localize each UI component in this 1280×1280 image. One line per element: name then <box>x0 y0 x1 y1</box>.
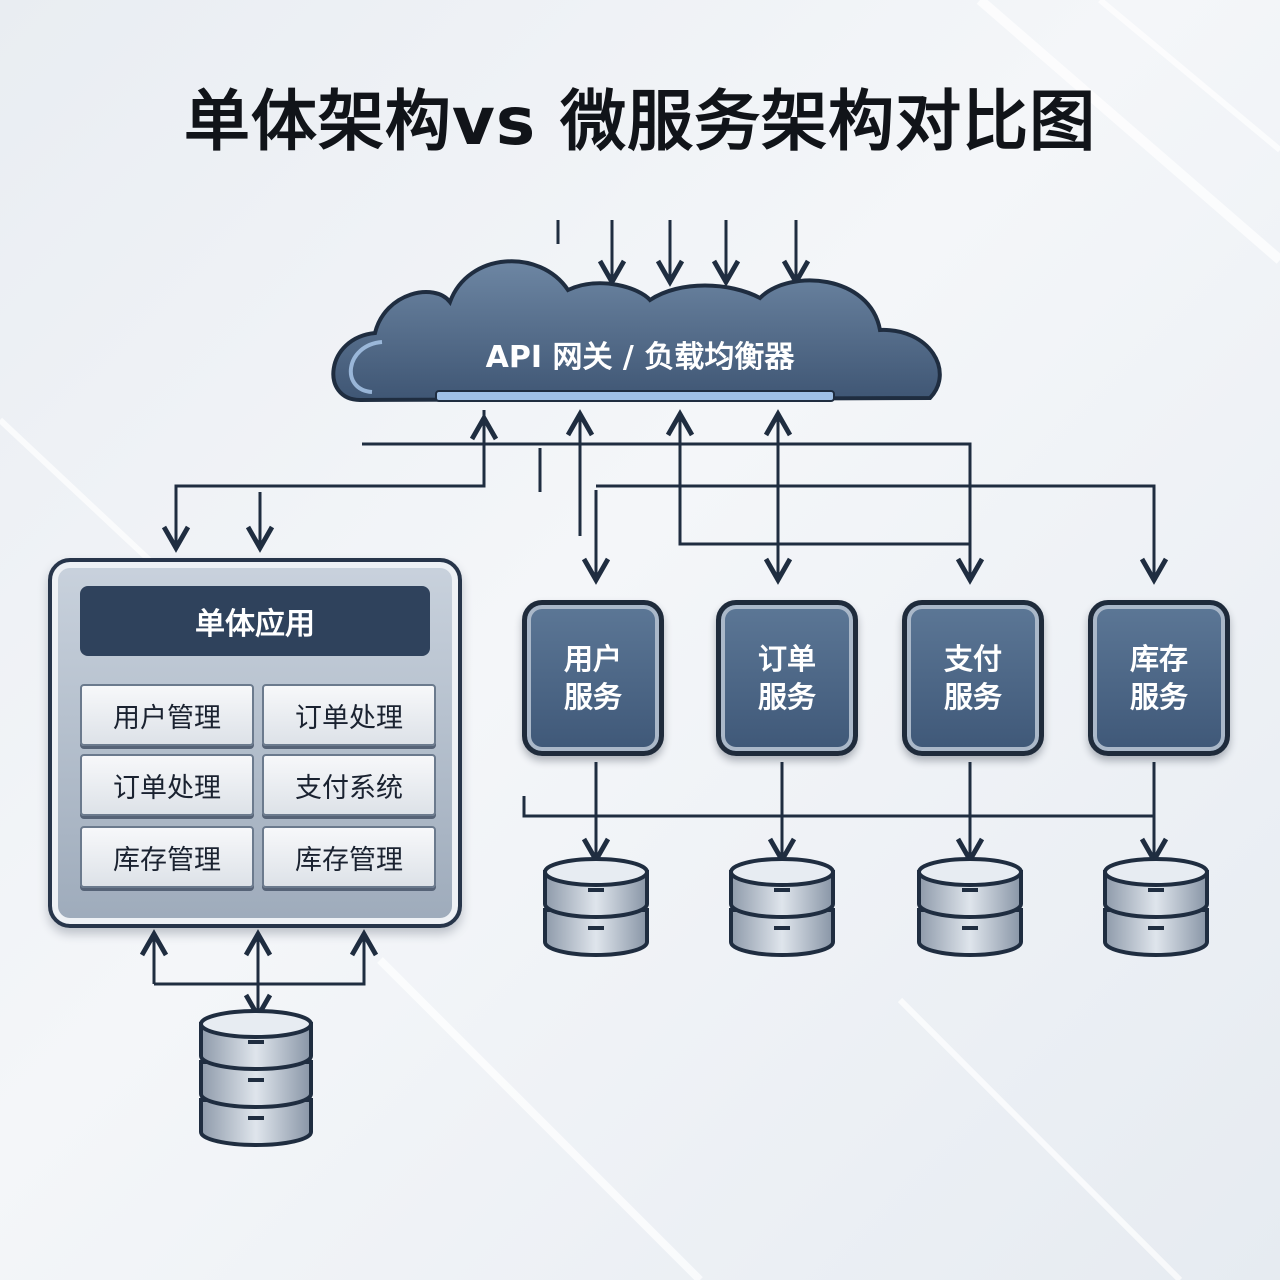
service-db-connections <box>522 762 1169 865</box>
databases <box>199 857 1209 1147</box>
database-payment-service <box>917 857 1023 957</box>
service-inventory-line1: 库存 <box>1129 642 1188 676</box>
database-slot <box>588 926 604 930</box>
service-inventory-line2: 服务 <box>1129 680 1188 714</box>
database-inventory-service <box>1103 857 1209 957</box>
module-user-management: 用户管理 <box>80 684 254 746</box>
database-slot <box>774 888 790 892</box>
module-payment-system: 支付系统 <box>262 754 436 816</box>
database-user-service <box>543 857 649 957</box>
service-payment-line2: 服务 <box>943 680 1002 714</box>
service-payment: 支付 服务 <box>902 600 1044 756</box>
database-monolith <box>199 1009 313 1147</box>
database-slot <box>1148 888 1164 892</box>
gateway-connections <box>161 409 1169 585</box>
monolith-db-connections <box>139 929 379 1021</box>
database-slot <box>588 888 604 892</box>
database-slot <box>248 1040 264 1044</box>
service-user-line1: 用户 <box>563 642 622 676</box>
service-payment-line1: 支付 <box>943 642 1002 676</box>
database-slot <box>962 888 978 892</box>
service-inventory: 库存 服务 <box>1088 600 1230 756</box>
module-inventory-management: 库存管理 <box>80 826 254 888</box>
service-order-line2: 服务 <box>757 680 816 714</box>
module-inventory-management-2: 库存管理 <box>262 826 436 888</box>
database-slot <box>774 926 790 930</box>
service-user-line2: 服务 <box>563 680 622 714</box>
database-order-service <box>729 857 835 957</box>
module-order-processing-2: 订单处理 <box>80 754 254 816</box>
gateway-label: API 网关 / 负载均衡器 <box>485 340 795 375</box>
service-user: 用户 服务 <box>522 600 664 756</box>
database-slot <box>1148 926 1164 930</box>
monolith-title: 单体应用 <box>80 586 430 656</box>
page-title: 单体架构vs 微服务架构对比图 <box>183 83 1097 160</box>
service-order-line1: 订单 <box>757 642 816 676</box>
database-slot <box>248 1078 264 1082</box>
module-order-processing: 订单处理 <box>262 684 436 746</box>
database-slot <box>248 1116 264 1120</box>
gateway-cloud <box>331 259 942 403</box>
incoming-request-arrows <box>556 220 811 287</box>
service-order: 订单 服务 <box>716 600 858 756</box>
database-slot <box>962 926 978 930</box>
